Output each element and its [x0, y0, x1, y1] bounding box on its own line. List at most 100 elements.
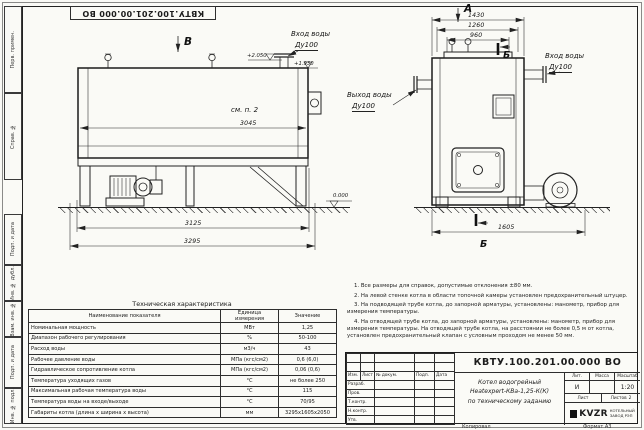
mass-label: Масса: [590, 373, 615, 381]
cell-unit: °С: [220, 385, 279, 398]
tech-row: Габариты котла (длина х ширина х высота)…: [28, 406, 337, 419]
side-inlet-label: Вход воды: [291, 30, 331, 38]
company-name: КОТЕЛЬНЫЙ ЗАВОД РЭП: [610, 409, 635, 418]
titleblock-right: КВТУ.100.201.00.000 ВО Котел водогрейный…: [454, 353, 640, 425]
cell-param: Диапазон рабочего регулирования: [28, 332, 221, 345]
cell-value: 70/95: [278, 396, 337, 408]
company-name-line1: КОТЕЛЬНЫЙ: [609, 408, 635, 414]
row-razrab: Разраб.: [346, 379, 375, 390]
title-block: Изм. Лист № докум. Подп. Дата Разраб. Пр…: [345, 352, 640, 425]
lit-label: Лит.: [565, 373, 590, 381]
cell-value: 1,25: [278, 322, 337, 334]
sheet-frame: [22, 6, 638, 424]
company-name-line2: ЗАВОД РЭП: [609, 413, 633, 418]
cell-unit: мм: [220, 406, 279, 419]
col-header-unit: Единица измерения: [220, 309, 279, 323]
cell-value: 43: [278, 343, 337, 355]
kvzr-logo-icon: [570, 410, 578, 418]
view-b-label: В: [184, 36, 193, 48]
note-item: 1. Все размеры для справок, допустимые о…: [354, 283, 533, 289]
section-b-label-bottom: Б: [480, 239, 488, 250]
col-data: Дата: [434, 370, 455, 381]
row-tkontr: Т.контр.: [346, 397, 375, 408]
document-title-line2: Heatexpert-КВа-1,25-К(К): [470, 388, 549, 396]
elevation-1930: +1.930: [294, 61, 314, 67]
titleblock-signature-grid: Изм. Лист № докум. Подп. Дата Разраб. Пр…: [346, 353, 455, 425]
note-item: 2. На левой стенке котла в области топоч…: [354, 292, 628, 299]
cell-param: Температура воды на входе/выходе: [28, 396, 221, 408]
margin-box-sprav-no: Справ. №: [4, 93, 22, 180]
col-header-value: Значение: [278, 309, 337, 323]
tech-header-row: Наименование показателя Единица измерени…: [28, 309, 337, 323]
section-b-label-top: Б: [503, 50, 511, 61]
note-item: 4. На отводящей трубе котла, до запорной…: [347, 318, 615, 339]
cell-value: не более 250: [278, 374, 337, 387]
document-title-line3: по техническому заданию: [467, 397, 552, 405]
mass-value: [590, 381, 615, 394]
cell-param: Номинальная мощность: [28, 322, 221, 334]
side-inlet-dn-label: Ду100: [295, 41, 318, 51]
company-cell: KVZR КОТЕЛЬНЫЙ ЗАВОД РЭП: [565, 403, 640, 425]
cell-unit: м3/ч: [220, 343, 279, 355]
lit-value: И: [565, 381, 590, 394]
document-title-line1: Котел водогрейный: [478, 379, 541, 386]
see-note-2-label: см. п. 2: [231, 106, 259, 114]
tech-table: Наименование показателя Единица измерени…: [28, 309, 337, 419]
cell-unit: МПа (кгс/см2): [220, 353, 279, 366]
cell-param: Габариты котла (длина х ширина х высота): [28, 406, 221, 419]
dim-1430: 1430: [468, 12, 485, 19]
footer-format: Формат А3: [583, 424, 612, 430]
document-title: Котел водогрейный Heatexpert-КВа-1,25-К(…: [455, 373, 565, 425]
cell-param: Рабочее давление воды: [28, 353, 221, 366]
margin-box-podp-data-2: Подп. и дата: [4, 337, 22, 388]
footer-copied: Копировал: [462, 424, 491, 430]
col-izm: Изм.: [346, 370, 361, 381]
notes-block: 1. Все размеры для справок, допустимые о…: [347, 283, 636, 342]
margin-box-vzam-inv: Взам. инв. №: [4, 301, 22, 337]
margin-box-podp-data-1: Подп. и дата: [4, 214, 22, 265]
cell-unit: °С: [220, 374, 279, 387]
elevation-2050: +2.050: [247, 53, 267, 59]
front-inlet-dn-label: Ду100: [549, 63, 572, 73]
side-view: [69, 36, 352, 250]
dim-1605: 1605: [498, 223, 515, 231]
row-prov: Пров.: [346, 388, 375, 399]
cell-unit: МПа (кгс/см2): [220, 364, 279, 376]
view-a-label: А: [464, 3, 473, 15]
margin-box-perv-primen: Перв. примен.: [4, 6, 22, 93]
sheet-cell: Лист: [565, 394, 602, 403]
margin-box-inv-podl: Инв. № подл.: [4, 388, 22, 424]
dim-3125: 3125: [185, 219, 202, 227]
cell-param: Гидравлическое сопротивление котла: [28, 364, 221, 376]
margin-box-inv-dubl: Инв. № дубл.: [4, 265, 22, 301]
scale-value: 1:20: [615, 381, 640, 394]
row-nkontr: Н.контр.: [346, 406, 375, 417]
cell-value: 115: [278, 385, 337, 398]
note-item: 3. На подводящей трубе котла, до запорно…: [347, 302, 620, 316]
dim-1260: 1260: [468, 22, 485, 29]
cell-unit: МВт: [220, 322, 279, 334]
cell-unit: %: [220, 332, 279, 345]
ground-hatch-side: [58, 207, 350, 213]
cell-param: Температура уходящих газов: [28, 374, 221, 387]
sheets-label: Листов: [610, 395, 627, 401]
sheets-cell: Листов 2: [602, 394, 640, 403]
cell-param: Расход воды: [28, 343, 221, 355]
dim-3045: 3045: [240, 119, 257, 127]
cell-unit: °С: [220, 396, 279, 408]
row-utv: Утв.: [346, 415, 375, 425]
col-list: Лист: [360, 370, 375, 381]
col-docum: № докум.: [374, 370, 415, 381]
dim-960: 960: [470, 32, 483, 39]
top-stamp: КВТУ.100.201.00.000 ВО: [70, 6, 216, 20]
